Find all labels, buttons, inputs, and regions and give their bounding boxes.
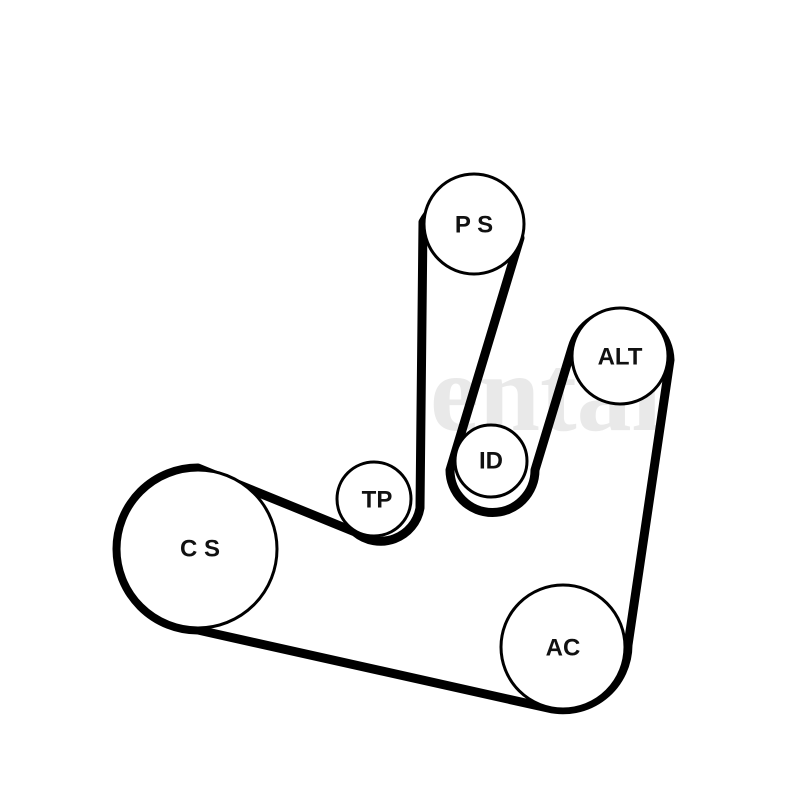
pulley-id-label: ID <box>479 448 503 475</box>
pulley-ps-label: P S <box>455 212 493 239</box>
pulley-alt: ALT <box>570 306 670 406</box>
pulley-cs: C S <box>117 468 279 630</box>
pulley-ac-circle <box>499 583 627 711</box>
pulley-ac-label: AC <box>546 635 581 662</box>
pulley-alt-circle <box>570 306 670 406</box>
pulley-cs-circle <box>117 468 279 630</box>
pulley-id-circle <box>453 423 529 499</box>
pulley-ps: P S <box>422 172 526 276</box>
pulley-tp-label: TP <box>362 487 393 514</box>
pulley-alt-label: ALT <box>598 344 643 371</box>
pulley-ac: AC <box>499 583 627 711</box>
pulley-ps-circle <box>422 172 526 276</box>
pulley-cs-label: C S <box>180 536 220 563</box>
pulley-tp-circle <box>335 460 413 538</box>
pulley-id: ID <box>453 423 529 499</box>
pulley-tp: TP <box>335 460 413 538</box>
